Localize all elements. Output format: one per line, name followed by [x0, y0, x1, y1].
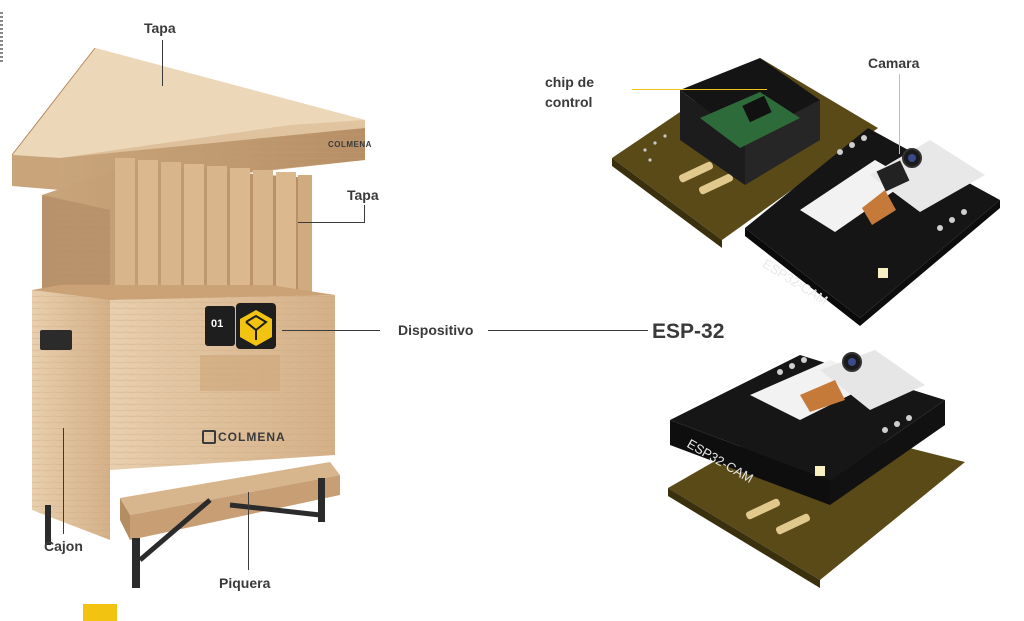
leader-cajon — [63, 428, 64, 534]
leader-piquera — [248, 492, 249, 570]
leader-tapa-mid-h — [298, 222, 365, 223]
leader-tapa-top — [162, 40, 163, 86]
device-number: 01 — [211, 318, 224, 330]
label-chip-line2: control — [545, 94, 593, 110]
frame-slats — [115, 158, 312, 300]
label-chip-line1: chip de — [545, 74, 595, 90]
edge-marker — [0, 12, 3, 62]
label-piquera: Piquera — [219, 575, 271, 591]
label-tapa-top: Tapa — [144, 20, 176, 36]
hive-device — [205, 303, 276, 349]
leader-chip — [632, 89, 767, 90]
leader-tapa-mid-v — [364, 205, 365, 222]
label-camara: Camara — [868, 55, 920, 71]
leader-camara — [899, 74, 900, 154]
brand-logo-small: COLMENA — [328, 140, 372, 149]
hive-body — [32, 285, 335, 540]
top-esp32-cam-board — [745, 128, 1000, 326]
brand-logo-large: COLMENA — [218, 430, 286, 444]
hive-frames-box — [42, 158, 312, 300]
label-tapa-mid: Tapa — [347, 187, 379, 203]
brand-icon-large — [202, 430, 216, 444]
label-cajon: Cajon — [44, 538, 83, 554]
bottom-esp32-cam-board — [670, 350, 945, 505]
leader-dispositivo-right — [488, 330, 648, 331]
control-chip-module — [680, 58, 820, 185]
accent-swatch — [83, 604, 117, 621]
hive-stand — [45, 478, 325, 588]
leader-dispositivo-left — [282, 330, 380, 331]
label-esp32: ESP-32 — [652, 320, 725, 343]
label-dispositivo: Dispositivo — [398, 322, 474, 338]
